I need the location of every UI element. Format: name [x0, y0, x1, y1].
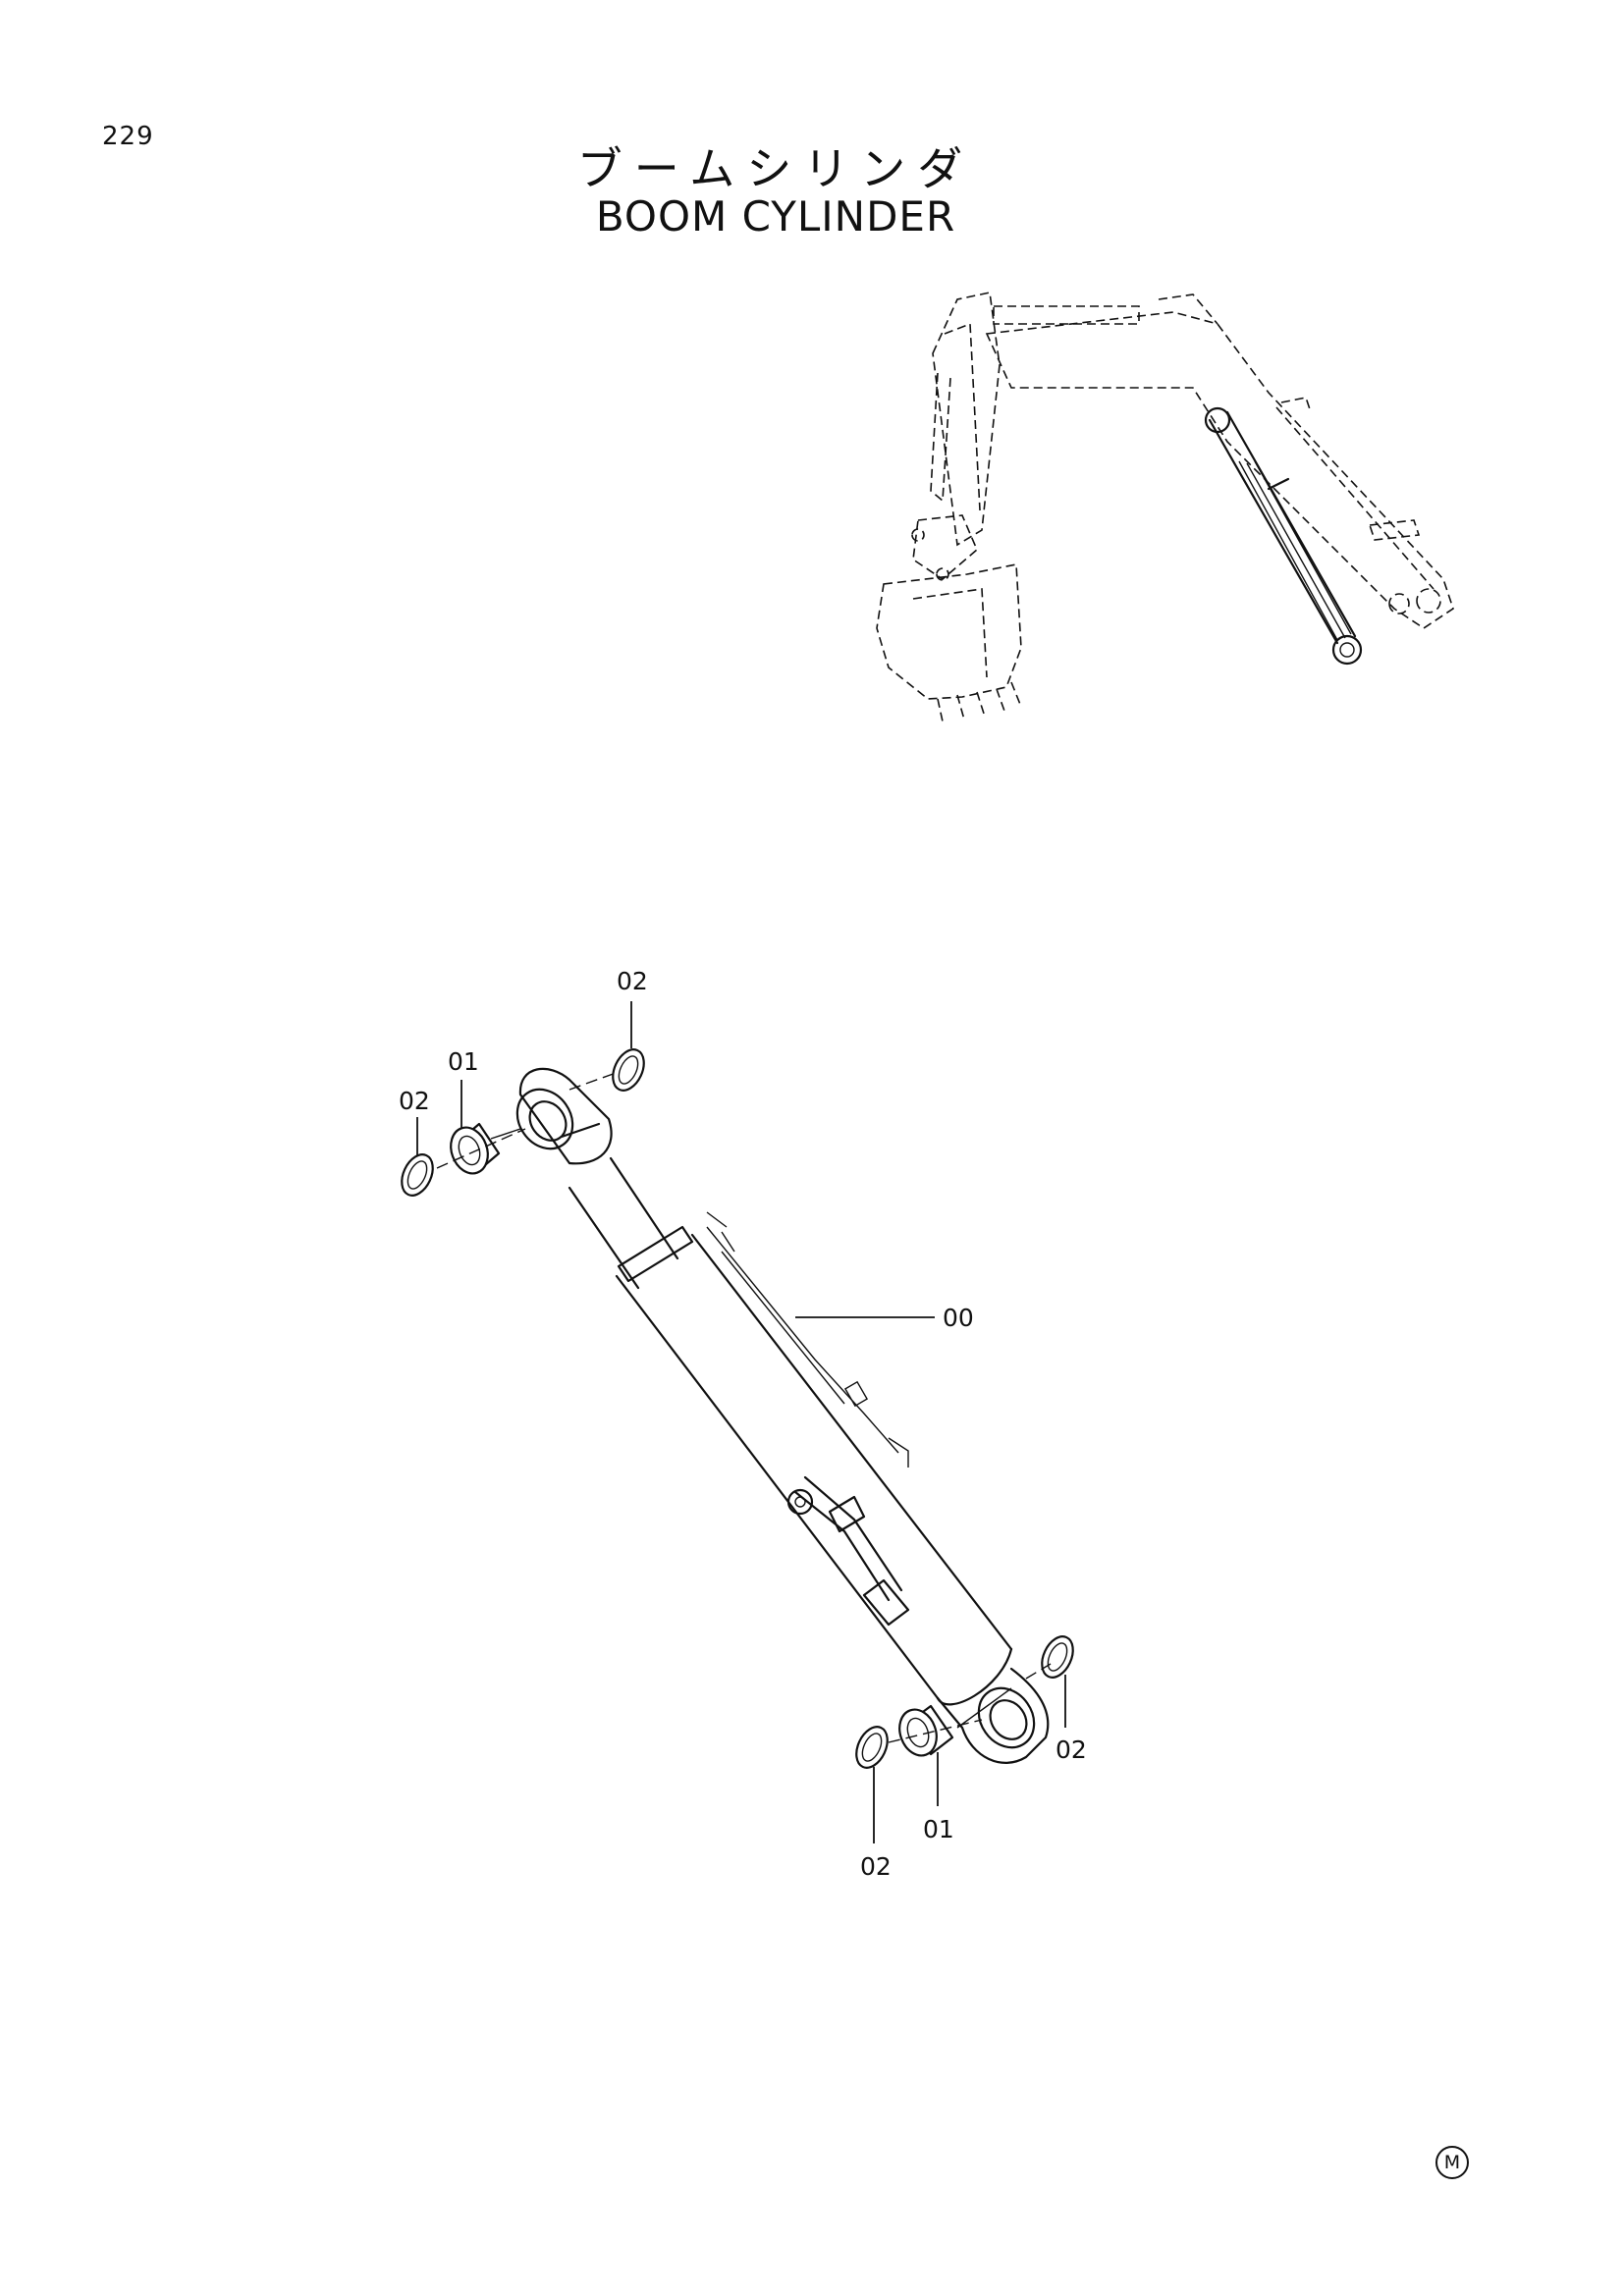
bottom-seal-right — [1041, 1635, 1074, 1679]
excavator-attachment-illustration — [876, 292, 1454, 722]
bottom-bushing — [898, 1704, 954, 1757]
callout-00: 00 — [943, 1304, 974, 1332]
top-bushing — [450, 1122, 521, 1175]
top-seal-right — [612, 1048, 645, 1092]
diagram-title-japanese: ブームシリンダ — [576, 142, 975, 195]
leader-lines — [416, 1001, 1066, 1843]
top-seal-left — [401, 1153, 434, 1197]
callout-02-top-left: 02 — [399, 1087, 430, 1115]
boom-cylinder-assembly — [515, 1067, 1050, 1764]
callout-02-bottom-right: 02 — [1056, 1735, 1087, 1764]
manual-mark: M — [1435, 2146, 1469, 2179]
callout-01-bottom: 01 — [923, 1815, 954, 1843]
callout-02-bottom: 02 — [860, 1852, 892, 1881]
highlighted-boom-cylinder — [1204, 406, 1363, 666]
page-number: 229 — [102, 122, 154, 151]
callout-02-top: 02 — [617, 967, 648, 995]
callout-01-top: 01 — [448, 1047, 479, 1076]
diagram-title-english: BOOM CYLINDER — [595, 192, 956, 240]
bottom-seal-left — [855, 1726, 889, 1769]
